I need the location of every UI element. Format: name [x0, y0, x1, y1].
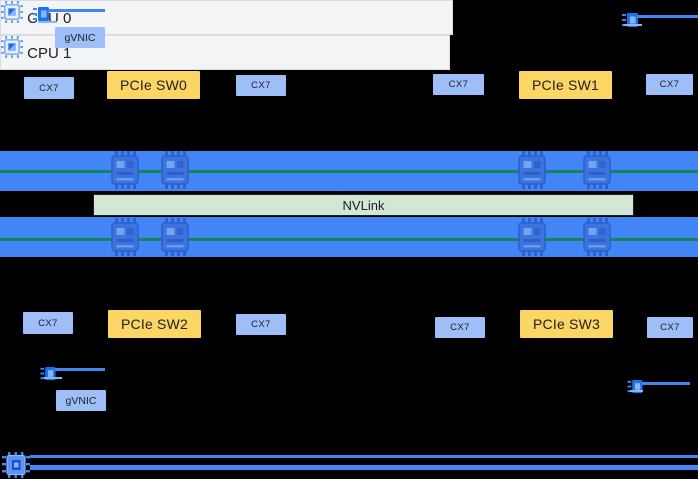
cx7-nic-2: CX7 [433, 74, 484, 95]
gvnic-box-bottom: gVNIC [56, 390, 106, 411]
cx7-nic-3: CX7 [646, 74, 693, 95]
gpu-chip-icon [583, 218, 611, 256]
cx7-nic-7: CX7 [647, 317, 693, 338]
cx7-nic-5: CX7 [236, 314, 286, 335]
network-link-line [637, 15, 698, 18]
cpu-chip-icon [1, 36, 23, 58]
cx7-label: CX7 [39, 82, 59, 94]
pcie-sw3-box: PCIe SW3 [520, 310, 613, 338]
network-link-line [55, 368, 105, 371]
gvnic-label: gVNIC [64, 31, 96, 44]
offload-chip-icon [2, 452, 30, 478]
gpu-chip-icon [161, 151, 189, 189]
pcie-sw3-label: PCIe SW3 [533, 316, 600, 332]
nic-chip-icon [33, 6, 49, 22]
network-link-line [642, 382, 690, 385]
cx7-label: CX7 [38, 317, 58, 329]
pcie-sw0-label: PCIe SW0 [120, 77, 187, 93]
gpu-chip-icon [111, 218, 139, 256]
network-bus-line [30, 465, 698, 470]
pcie-sw1-box: PCIe SW1 [519, 71, 612, 99]
network-link-line [624, 24, 642, 26]
cx7-label: CX7 [251, 80, 271, 91]
gpu-chip-icon [583, 151, 611, 189]
cx7-label: CX7 [448, 79, 469, 90]
pcie-sw0-box: PCIe SW0 [107, 71, 200, 99]
network-link-line [44, 377, 62, 379]
cpu-chip-icon [1, 1, 23, 23]
network-bus-line [30, 455, 698, 458]
gvnic-label: gVNIC [65, 394, 97, 407]
network-link-line [630, 390, 643, 392]
nvlink-label: NVLink [342, 197, 385, 213]
cx7-nic-6: CX7 [435, 317, 485, 338]
gpu-chip-icon [111, 151, 139, 189]
cx7-label: CX7 [251, 319, 271, 330]
cx7-label: CX7 [660, 322, 680, 333]
nvlink-bus-line [0, 238, 698, 241]
pcie-sw1-label: PCIe SW1 [532, 77, 599, 93]
cpu1-label: CPU 1 [27, 45, 72, 62]
cx7-label: CX7 [450, 322, 470, 333]
network-link-line [48, 9, 105, 12]
nvlink-box: NVLink [93, 194, 634, 216]
gpu-chip-icon [518, 151, 546, 189]
pcie-sw2-label: PCIe SW2 [121, 316, 188, 332]
pcie-sw2-box: PCIe SW2 [108, 310, 201, 338]
network-link-line [38, 21, 57, 23]
gvnic-box-top: gVNIC [55, 27, 105, 48]
cx7-nic-4: CX7 [23, 312, 73, 334]
gpu-chip-icon [161, 218, 189, 256]
gpu-chip-icon [518, 218, 546, 256]
nvlink-bus-line [0, 170, 698, 173]
cx7-nic-1: CX7 [236, 75, 286, 96]
cx7-label: CX7 [659, 79, 680, 90]
cx7-nic-0: CX7 [24, 77, 74, 99]
